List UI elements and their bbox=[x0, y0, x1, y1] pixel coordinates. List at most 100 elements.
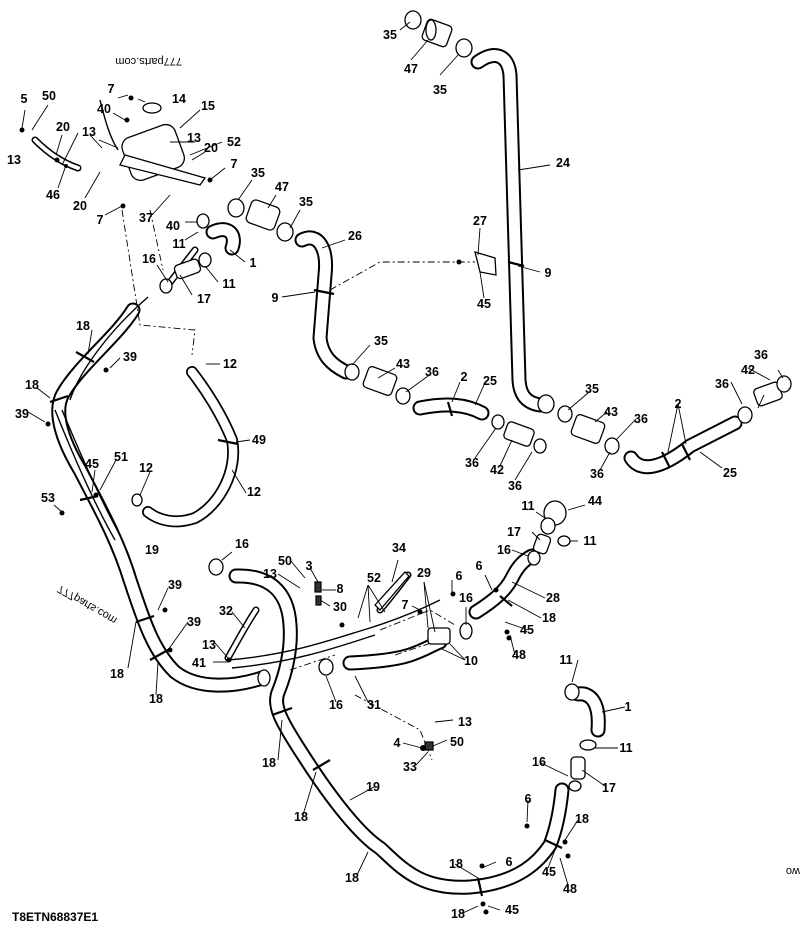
callout-18: 18 bbox=[294, 810, 308, 824]
callout-50: 50 bbox=[42, 89, 56, 103]
callout-7: 7 bbox=[108, 82, 115, 96]
callout-27: 27 bbox=[473, 214, 487, 228]
callout-13: 13 bbox=[458, 715, 472, 729]
callout-35: 35 bbox=[433, 83, 447, 97]
callout-18: 18 bbox=[25, 378, 39, 392]
callout-50: 50 bbox=[278, 554, 292, 568]
watermark-left: 777parts.com bbox=[56, 582, 120, 626]
clamp-35-top bbox=[404, 10, 422, 30]
callout-31: 31 bbox=[367, 698, 381, 712]
callout-36: 36 bbox=[425, 365, 439, 379]
callout-35: 35 bbox=[383, 28, 397, 42]
callout-39: 39 bbox=[15, 407, 29, 421]
callout-25: 25 bbox=[483, 374, 497, 388]
callout-8: 8 bbox=[337, 582, 344, 596]
callout-12: 12 bbox=[139, 461, 153, 475]
callout-45: 45 bbox=[477, 297, 491, 311]
callout-33: 33 bbox=[403, 760, 417, 774]
callout-45: 45 bbox=[85, 457, 99, 471]
callout-18: 18 bbox=[149, 692, 163, 706]
callout-37: 37 bbox=[139, 211, 153, 225]
callout-39: 39 bbox=[123, 350, 137, 364]
callout-3: 3 bbox=[306, 559, 313, 573]
callout-52: 52 bbox=[367, 571, 381, 585]
callout-11: 11 bbox=[583, 534, 596, 548]
callout-9: 9 bbox=[272, 291, 279, 305]
callout-7: 7 bbox=[402, 598, 409, 612]
callout-9: 9 bbox=[545, 266, 552, 280]
callout-18: 18 bbox=[575, 812, 589, 826]
callout-36: 36 bbox=[754, 348, 768, 362]
callout-16: 16 bbox=[235, 537, 249, 551]
callout-39: 39 bbox=[187, 615, 201, 629]
callout-36: 36 bbox=[634, 412, 648, 426]
callout-1: 1 bbox=[625, 700, 632, 714]
callout-6: 6 bbox=[476, 559, 483, 573]
callout-2: 2 bbox=[461, 370, 468, 384]
watermark-top: 777parts.com bbox=[115, 55, 182, 67]
callout-35: 35 bbox=[251, 166, 265, 180]
callout-6: 6 bbox=[525, 792, 532, 806]
callout-11: 11 bbox=[521, 499, 534, 513]
callout-42: 42 bbox=[741, 363, 755, 377]
callout-36: 36 bbox=[590, 467, 604, 481]
callout-35: 35 bbox=[585, 382, 599, 396]
callout-18: 18 bbox=[110, 667, 124, 681]
callout-16: 16 bbox=[329, 698, 343, 712]
callout-36: 36 bbox=[465, 456, 479, 470]
callout-16: 16 bbox=[142, 252, 156, 266]
callout-18: 18 bbox=[76, 319, 90, 333]
callout-15: 15 bbox=[201, 99, 215, 113]
callout-48: 48 bbox=[563, 882, 577, 896]
callout-17: 17 bbox=[602, 781, 616, 795]
callout-16: 16 bbox=[497, 543, 511, 557]
wire-group bbox=[54, 99, 441, 669]
callout-13: 13 bbox=[7, 153, 21, 167]
callout-42: 42 bbox=[490, 463, 504, 477]
callout-43: 43 bbox=[396, 357, 410, 371]
callout-49: 49 bbox=[252, 433, 266, 447]
callout-5: 5 bbox=[21, 92, 28, 106]
hose-bands bbox=[49, 260, 691, 897]
callout-41: 41 bbox=[192, 656, 206, 670]
callout-45: 18 bbox=[451, 907, 465, 921]
parts-group bbox=[119, 10, 792, 792]
callout-7: 7 bbox=[97, 213, 104, 227]
callout-10: 10 bbox=[464, 654, 478, 668]
callout-39: 39 bbox=[168, 578, 182, 592]
callout-47: 47 bbox=[275, 180, 289, 194]
callout-19: 19 bbox=[366, 780, 380, 794]
callout-35: 35 bbox=[374, 334, 388, 348]
callout-24: 24 bbox=[556, 156, 570, 170]
callout-18: 18 bbox=[345, 871, 359, 885]
callout-45: 45 bbox=[542, 865, 556, 879]
leader-lines bbox=[21, 21, 784, 914]
callout-36: 36 bbox=[508, 479, 522, 493]
callout-20: 20 bbox=[56, 120, 70, 134]
callout-19: 19 bbox=[145, 543, 159, 557]
callout-labels: 35 47 35 24 5 50 7 14 40 15 20 13 13 52 … bbox=[7, 28, 768, 921]
callout-6: 6 bbox=[506, 855, 513, 869]
callout-28: 28 bbox=[546, 591, 560, 605]
hose-group bbox=[51, 48, 743, 895]
thin-hose-group bbox=[31, 136, 412, 662]
callout-32: 32 bbox=[219, 604, 233, 618]
callout-43: 43 bbox=[604, 405, 618, 419]
callout-52: 52 bbox=[227, 135, 241, 149]
figure-id: T8ETN68837E1 bbox=[12, 910, 98, 924]
callout-7: 7 bbox=[231, 157, 238, 171]
callout-11: 11 bbox=[559, 653, 572, 667]
callout-2: 2 bbox=[675, 397, 682, 411]
callout-20: 20 bbox=[204, 141, 218, 155]
callout-1: 1 bbox=[250, 256, 257, 270]
callout-20: 20 bbox=[73, 199, 87, 213]
callout-11: 11 bbox=[222, 277, 235, 291]
callout-13: 13 bbox=[202, 638, 216, 652]
callout-11: 11 bbox=[172, 237, 185, 251]
callout-12: 12 bbox=[247, 485, 261, 499]
watermark-right-fragment: wo bbox=[786, 865, 800, 877]
callout-34: 34 bbox=[392, 541, 406, 555]
callout-26: 26 bbox=[348, 229, 362, 243]
callout-46: 46 bbox=[46, 188, 60, 202]
